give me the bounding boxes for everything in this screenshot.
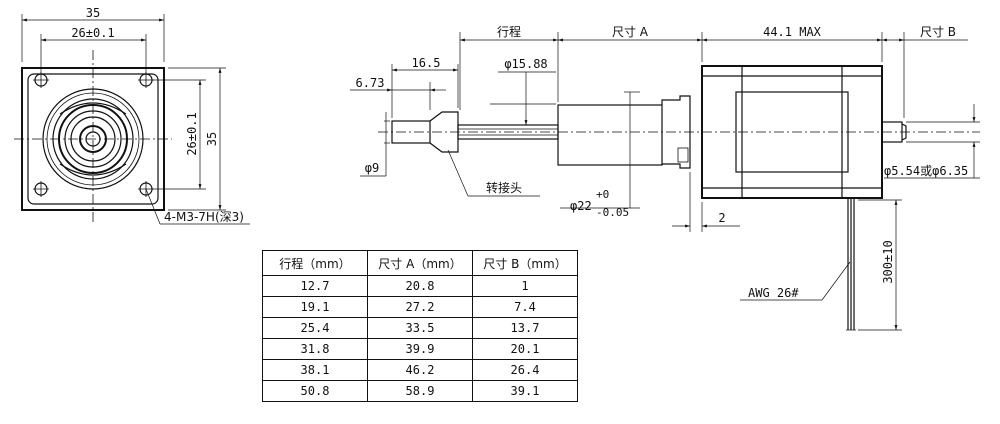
dim-2: 2 xyxy=(718,211,725,225)
dim-phi-22-tol-upper: +0 xyxy=(596,188,609,201)
spec-table: 行程（mm） 尺寸 A（mm） 尺寸 B（mm） 12.7 20.8 1 19.… xyxy=(262,250,578,402)
cell-size-b: 7.4 xyxy=(472,296,578,318)
table-row: 50.8 58.9 39.1 xyxy=(262,380,578,402)
dim-body-max: 44.1 MAX xyxy=(763,25,822,39)
cell-stroke: 19.1 xyxy=(262,296,368,318)
cell-size-b: 13.7 xyxy=(472,317,578,339)
plunger-tip xyxy=(391,120,431,144)
adapter-callout: 转接头 xyxy=(486,180,522,195)
cell-size-a: 20.8 xyxy=(367,275,473,297)
lead-wires xyxy=(846,198,856,331)
cell-size-a: 39.9 xyxy=(367,338,473,360)
header-stroke: 行程（mm） xyxy=(262,250,368,276)
dim-size-b: 尺寸 B xyxy=(920,25,956,39)
rear-shaft xyxy=(881,121,903,143)
dim-stroke: 行程 xyxy=(497,24,521,39)
cell-stroke: 25.4 xyxy=(262,317,368,339)
dim-shaft-phi: φ5.54或φ6.35 xyxy=(884,164,968,178)
table-row: 31.8 39.9 20.1 xyxy=(262,338,578,360)
table-row: 19.1 27.2 7.4 xyxy=(262,296,578,318)
table-row: 25.4 33.5 13.7 xyxy=(262,317,578,339)
header-size-a: 尺寸 A（mm） xyxy=(367,250,473,276)
dim-size-a: 尺寸 A xyxy=(612,25,649,39)
tube xyxy=(557,104,663,166)
dim-hole-spacing-h: 26±0.1 xyxy=(71,26,114,40)
cell-size-a: 27.2 xyxy=(367,296,473,318)
cell-size-b: 20.1 xyxy=(472,338,578,360)
hole-callout: 4-M3-7H(深3) xyxy=(164,210,244,224)
dim-6-73: 6.73 xyxy=(356,76,385,90)
dim-phi-15-88: φ15.88 xyxy=(504,57,547,71)
cell-size-a: 46.2 xyxy=(367,359,473,381)
side-view: 行程 尺寸 A 44.1 MAX 尺寸 B 16.5 6.73 φ15.88 φ… xyxy=(350,24,980,331)
cell-size-b: 39.1 xyxy=(472,380,578,402)
dim-phi-9: φ9 xyxy=(365,161,379,175)
cell-size-b: 26.4 xyxy=(472,359,578,381)
dim-phi-22-tol-lower: -0.05 xyxy=(596,206,629,219)
dim-width: 35 xyxy=(86,6,100,20)
cell-stroke: 12.7 xyxy=(262,275,368,297)
header-size-b: 尺寸 B（mm） xyxy=(472,250,578,276)
front-view: 35 26±0.1 26±0.1 35 4-M3-7H(深3) xyxy=(14,6,250,225)
dim-hole-spacing-v: 26±0.1 xyxy=(185,112,199,155)
cell-size-a: 33.5 xyxy=(367,317,473,339)
dim-phi-22: φ22 xyxy=(570,199,592,213)
cell-stroke: 50.8 xyxy=(262,380,368,402)
wire-callout: AWG 26# xyxy=(748,286,799,300)
flange xyxy=(661,95,691,169)
dim-height: 35 xyxy=(205,132,219,146)
table-row: 38.1 46.2 26.4 xyxy=(262,359,578,381)
mounting-holes xyxy=(33,72,154,197)
cell-stroke: 31.8 xyxy=(262,338,368,360)
cell-size-b: 1 xyxy=(472,275,578,297)
front-rings xyxy=(42,88,144,190)
cell-stroke: 38.1 xyxy=(262,359,368,381)
dim-lead-length: 300±10 xyxy=(881,240,895,283)
table-row: 12.7 20.8 1 xyxy=(262,275,578,297)
dim-16-5: 16.5 xyxy=(412,56,441,70)
table-header-row: 行程（mm） 尺寸 A（mm） 尺寸 B（mm） xyxy=(262,250,578,276)
cell-size-a: 58.9 xyxy=(367,380,473,402)
